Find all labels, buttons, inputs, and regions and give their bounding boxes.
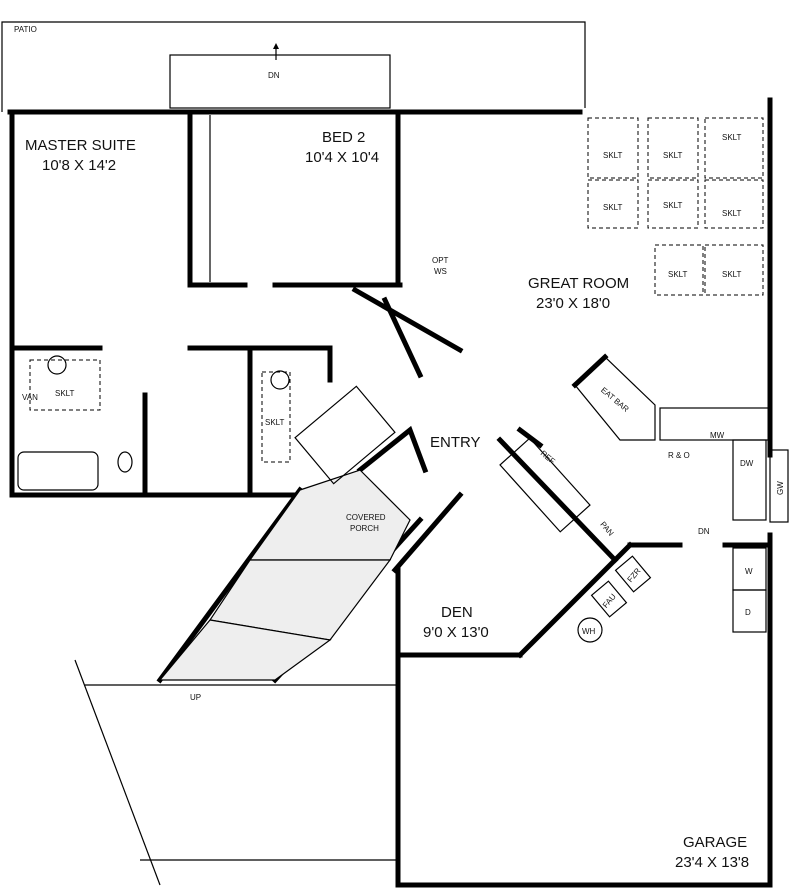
opt-ws-label-1: OPT — [432, 256, 449, 265]
patio-stairs-label: DN — [268, 71, 280, 80]
skylight-label: SKLT — [722, 270, 742, 279]
skylight-label: SKLT — [668, 270, 688, 279]
den-label: DEN — [441, 604, 473, 621]
skylight-label: SKLT — [663, 151, 683, 160]
refrigerator-label: REF — [539, 449, 557, 466]
skylight-label: SKLT — [603, 151, 623, 160]
garden-window-label: GW — [776, 481, 785, 495]
skylight-label: SKLT — [265, 418, 285, 427]
vanity-label: VAN — [22, 393, 38, 402]
water-heater-label: WH — [582, 627, 596, 636]
fixtures — [17, 355, 652, 643]
skylight-label: SKLT — [722, 133, 742, 142]
dryer-label: D — [745, 608, 751, 617]
eat-bar-label: EAT BAR — [599, 386, 631, 415]
bed2-label: BED 2 — [322, 129, 365, 146]
garage-stairs-label: DN — [698, 527, 710, 536]
garage-label: GARAGE — [683, 834, 747, 851]
furnace-label: FAU — [601, 592, 618, 610]
skylight-label: SKLT — [722, 209, 742, 218]
bed2-size: 10'4 X 10'4 — [305, 149, 379, 166]
master-suite-label: MASTER SUITE — [25, 137, 136, 154]
great-room-label: GREAT ROOM — [528, 275, 629, 292]
entry-label: ENTRY — [430, 434, 481, 451]
great-room-size: 23'0 X 18'0 — [536, 295, 610, 312]
skylights — [29, 117, 764, 463]
range-oven-label: R & O — [668, 451, 690, 460]
den-size: 9'0 X 13'0 — [423, 624, 489, 641]
pantry-label: PAN — [598, 520, 615, 538]
patio — [1, 21, 586, 112]
porch-pavers — [158, 469, 411, 681]
skylight-label: SKLT — [55, 389, 75, 398]
porch-stairs-up-label: UP — [190, 693, 201, 702]
covered-porch-label-1: COVERED — [346, 513, 386, 522]
garage-size: 23'4 X 13'8 — [675, 854, 749, 871]
patio-label: PATIO — [14, 25, 37, 34]
microwave-label: MW — [710, 431, 725, 440]
covered-porch-label-2: PORCH — [350, 524, 379, 533]
opt-ws-label-2: WS — [434, 267, 447, 276]
master-suite-size: 10'8 X 14'2 — [42, 157, 116, 174]
washer-label: W — [745, 567, 753, 576]
dishwasher-label: DW — [740, 459, 754, 468]
skylight-label: SKLT — [663, 201, 683, 210]
skylight-label: SKLT — [603, 203, 623, 212]
freezer-label: FZR — [626, 566, 643, 584]
walls — [7, 97, 789, 888]
